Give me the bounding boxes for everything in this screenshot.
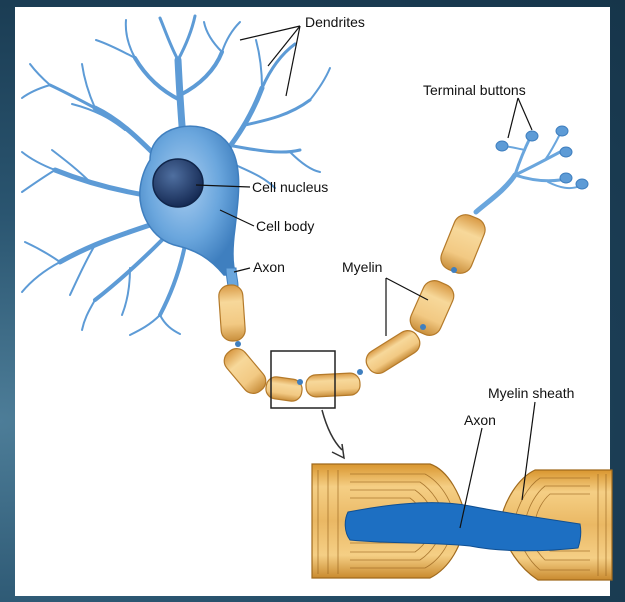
label-myelin-sheath: Myelin sheath: [488, 385, 574, 401]
label-axon: Axon: [253, 259, 285, 275]
label-cell-nucleus: Cell nucleus: [252, 179, 328, 195]
label-myelin: Myelin: [342, 259, 382, 275]
label-terminal-buttons: Terminal buttons: [423, 82, 526, 98]
leader-lines: [196, 26, 535, 528]
cell-nucleus-shape: [153, 159, 203, 207]
myelin-sheath-detail: [312, 464, 612, 580]
label-cell-body: Cell body: [256, 218, 314, 234]
label-axon-detail: Axon: [464, 412, 496, 428]
magnification-arrow: [322, 410, 344, 458]
label-dendrites: Dendrites: [305, 14, 365, 30]
axon-hillock: [226, 268, 238, 286]
nodes-of-ranvier: [235, 267, 457, 385]
myelinated-axon: [218, 211, 489, 402]
